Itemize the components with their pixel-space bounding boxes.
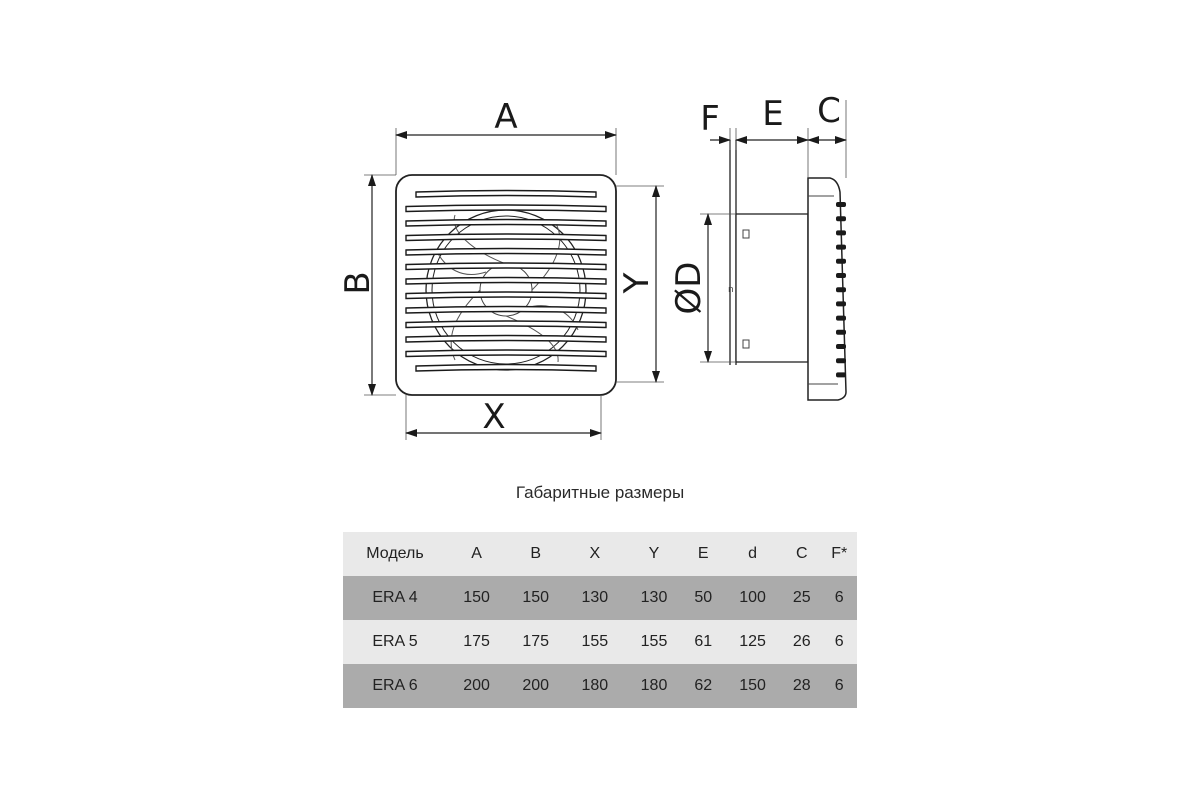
label-f: F (700, 99, 720, 139)
table-cell: 28 (792, 677, 811, 694)
diagram-caption: Габаритные размеры (515, 483, 685, 502)
table-cell: 6 (834, 677, 844, 694)
louver-slats (405, 189, 607, 372)
label-b: B (338, 271, 378, 294)
table-cell: 200 (463, 677, 490, 694)
side-slat (836, 230, 846, 236)
table-cell: 180 (640, 677, 668, 694)
louver-slat (405, 247, 607, 256)
table-cell-model: ERA 5 (372, 633, 418, 650)
table-cell: 62 (694, 677, 713, 694)
table-cell: 200 (522, 677, 550, 694)
side-slat (836, 315, 846, 321)
louver-slat (415, 363, 597, 372)
table-cell-model: ERA 4 (372, 589, 418, 606)
table-header-cell: Y (648, 545, 660, 562)
table-cell: 175 (463, 633, 490, 650)
table-row: ERA 5 175 175 155 155 61 125 26 6 (343, 620, 857, 664)
table-cell: 26 (792, 633, 811, 650)
table-cell: 100 (739, 589, 766, 606)
duct-body (735, 213, 809, 363)
table-cell: 6 (834, 633, 844, 650)
table-header-cell: E (697, 545, 709, 562)
louver-slat (405, 276, 607, 285)
side-view: n (728, 140, 847, 401)
table-cell: 150 (463, 589, 490, 606)
table-cell: 155 (640, 633, 668, 650)
table-header-cell: F* (831, 545, 848, 562)
louver-slat (405, 320, 607, 329)
table-cell: 150 (739, 677, 766, 694)
table-row: ERA 6 200 200 180 180 62 150 28 6 (343, 664, 857, 708)
side-slat (836, 216, 846, 222)
table-cell-model: ERA 6 (372, 677, 418, 694)
side-slat (836, 329, 846, 335)
table-cell: 155 (581, 633, 609, 650)
table-cell: 125 (739, 633, 766, 650)
louver-slat (405, 262, 607, 271)
label-e: E (762, 94, 783, 134)
table-cell: 50 (694, 589, 713, 606)
louver-slat (405, 305, 607, 314)
side-slat (836, 344, 846, 349)
side-slat (836, 287, 846, 293)
table-cell: 180 (581, 677, 609, 694)
label-a: A (494, 97, 517, 137)
table-header-cell: Модель (366, 545, 424, 562)
table-header-cell: X (589, 545, 601, 562)
table-cell: 61 (694, 633, 713, 650)
label-x: X (482, 397, 505, 437)
table-cell: 130 (581, 589, 609, 606)
louver-slat (405, 218, 607, 227)
label-c: C (817, 91, 841, 131)
side-slat (836, 258, 846, 264)
side-slat (836, 202, 846, 207)
table-cell: 130 (640, 589, 668, 606)
side-slat (836, 358, 846, 364)
table-cell: 6 (834, 589, 844, 606)
side-slats (836, 202, 846, 378)
louver-slat (405, 349, 607, 358)
front-view (395, 174, 617, 396)
table-cell: 150 (522, 589, 550, 606)
dimensions-table: Модель A B X Y E d C F* ERA 4 150 150 13… (343, 532, 857, 708)
side-slat (836, 273, 846, 278)
table-header-row: Модель A B X Y E d C F* (343, 532, 857, 576)
table-header-cell: C (796, 545, 808, 562)
table-header-cell: B (530, 545, 542, 562)
svg-text:n: n (728, 285, 734, 295)
louver-slat (405, 334, 607, 343)
label-d: ØD (669, 262, 709, 315)
table-header-cell: A (471, 545, 482, 562)
side-slat (836, 244, 846, 250)
table-cell: 175 (522, 633, 550, 650)
table-row: ERA 4 150 150 130 130 50 100 25 6 (343, 576, 857, 620)
louver-slat (405, 204, 607, 213)
side-slat (836, 372, 846, 378)
louver-slat (405, 291, 607, 300)
louver-slat (415, 189, 597, 198)
technical-drawing: A B X Y n F E C ØD (338, 91, 847, 440)
side-slat (836, 301, 846, 307)
table-header-cell: d (748, 545, 757, 562)
table-cell: 25 (792, 589, 811, 606)
louver-slat (405, 233, 607, 242)
label-y: Y (617, 272, 657, 294)
